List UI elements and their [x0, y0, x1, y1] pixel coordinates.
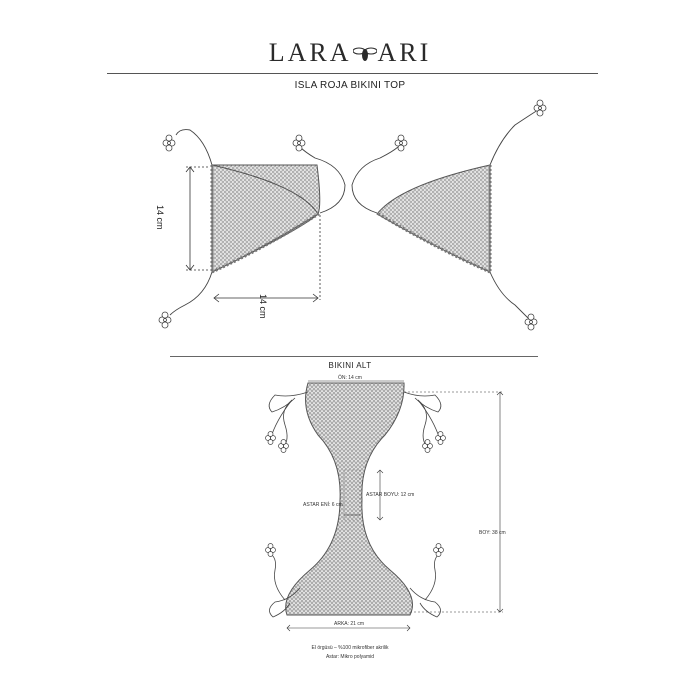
lining-note: Astar: Mikro polyamid — [325, 654, 375, 660]
bikini-top-left-cup — [210, 164, 321, 274]
bikini-top-left-straps — [169, 129, 346, 316]
brand-logo: LARA ARI — [0, 38, 700, 70]
top-width-label: 14 cm — [258, 294, 268, 319]
bottom-title: BIKINI ALT — [328, 361, 372, 370]
brand-right: ARI — [377, 38, 432, 67]
front-width-label: ÖN: 14 cm — [338, 375, 362, 381]
material-note: El örgüsü – %100 mikrofiber akrilik — [311, 645, 389, 651]
page-title: ISLA ROJA BIKINI TOP — [294, 80, 406, 91]
lining-length-label: ASTAR BOYU: 12 cm — [366, 492, 415, 498]
dimension-lines-bottom — [286, 380, 504, 632]
mid-divider — [170, 356, 538, 357]
lining-width-label: ASTAR ENİ: 6 cm — [303, 502, 343, 508]
bikini-bottom-shape — [285, 382, 413, 616]
back-width-label: ARKA: 21 cm — [334, 621, 365, 627]
bikini-bottom-ties — [268, 391, 442, 618]
flower-charm-icon — [394, 99, 547, 331]
flower-charm-icon — [265, 431, 446, 557]
dimension-lines-top — [185, 166, 321, 303]
bikini-top-right-straps — [351, 109, 539, 319]
top-height-label: 14 cm — [155, 205, 165, 230]
bikini-top-right-cup — [376, 164, 492, 274]
top-divider — [107, 73, 598, 74]
brand-left: LARA — [268, 38, 352, 67]
total-length-label: BOY: 38 cm — [479, 530, 506, 536]
flower-charm-icon — [158, 134, 306, 329]
bee-icon — [352, 40, 378, 70]
